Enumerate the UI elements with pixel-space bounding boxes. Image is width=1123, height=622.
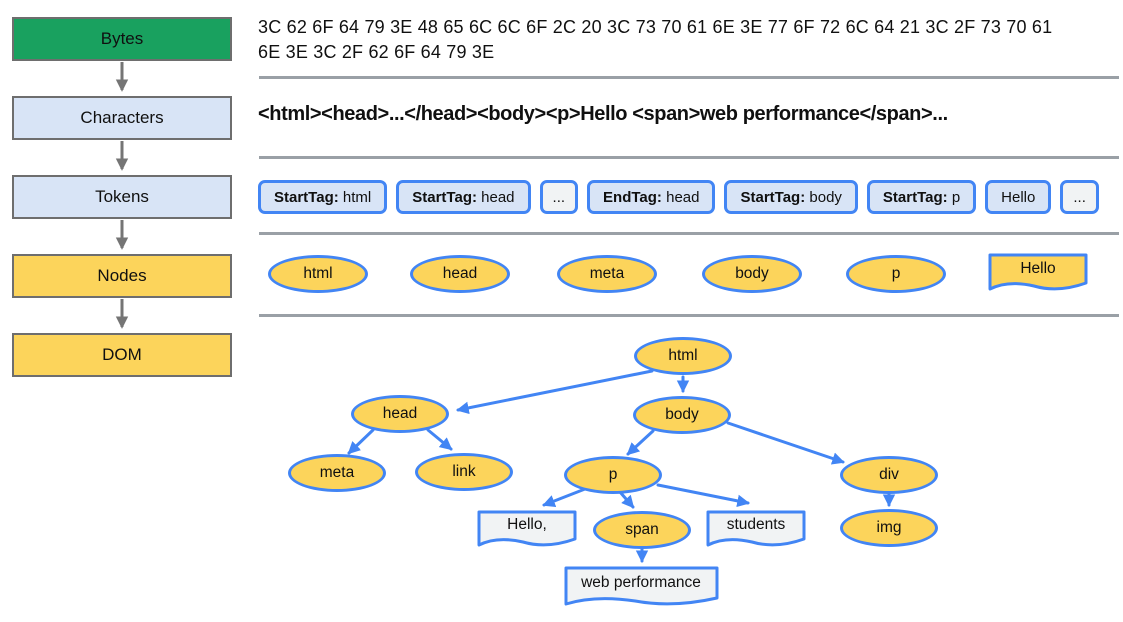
edge-p-hello	[542, 487, 587, 507]
node-label: div	[879, 466, 899, 483]
edge-head-meta	[347, 428, 375, 455]
node-label: meta	[589, 265, 625, 282]
node-label: img	[876, 519, 902, 536]
node-label: web performance	[581, 574, 701, 591]
characters-markup-text: <html><head>...</head><body><p>Hello <sp…	[258, 103, 948, 125]
node-head: head	[410, 255, 510, 293]
token-endtag-head: EndTag: head	[587, 180, 716, 214]
node-label: p	[891, 265, 901, 282]
node-label: Hello,	[507, 516, 547, 533]
text-node-shape	[988, 253, 1088, 291]
token-type-label: StartTag:	[412, 188, 477, 206]
node-label: html	[668, 347, 698, 364]
pipeline-stage-nodes: Nodes	[12, 254, 232, 298]
token-value: body	[805, 188, 842, 206]
token-ellipsis: ...	[539, 180, 579, 214]
edge-p-students	[656, 483, 750, 508]
node-label: p	[608, 466, 618, 483]
bytes-hex-line: 3C 62 6F 64 79 3E 48 65 6C 6C 6F 2C 20 3…	[258, 17, 1053, 37]
token-value: html	[338, 188, 372, 206]
token-value: head	[476, 188, 515, 206]
text-node-shape	[564, 566, 718, 606]
dom-textnode-students: students	[706, 510, 806, 547]
node-label: link	[452, 463, 476, 480]
dom-node-p: p	[564, 456, 662, 494]
token-type-label: StartTag:	[882, 188, 948, 206]
token-value: head	[661, 188, 700, 206]
dom-node-div: div	[840, 456, 938, 494]
dom-node-link: link	[415, 453, 513, 491]
dom-node-span: span	[593, 511, 691, 549]
dom-node-html: html	[634, 337, 732, 375]
token-value: Hello	[1001, 188, 1036, 206]
dom-node-head: head	[351, 395, 449, 433]
token-ellipsis: ...	[1060, 180, 1099, 214]
pipeline-stage-characters: Characters	[12, 96, 232, 140]
node-label: span	[625, 521, 659, 538]
node-meta: meta	[557, 255, 657, 293]
text-node-shape	[477, 510, 577, 546]
pipeline-stage-label: Bytes	[100, 29, 144, 48]
pipeline-stage-tokens: Tokens	[12, 175, 232, 219]
pipeline-stage-bytes: Bytes	[12, 17, 232, 61]
token-value: ...	[1073, 188, 1086, 206]
edge-p-span	[618, 490, 635, 509]
pipeline-stage-label: Nodes	[97, 266, 147, 285]
dom-textnode-webperformance: web performance	[564, 566, 719, 606]
row-divider	[259, 314, 1119, 317]
token-starttag-html: StartTag: html	[258, 180, 388, 214]
token-type-label: EndTag:	[603, 188, 662, 206]
token-starttag-body: StartTag: body	[724, 180, 858, 214]
pipeline-stage-label: DOM	[102, 345, 142, 364]
bytes-hex-text: 3C 62 6F 64 79 3E 48 65 6C 6C 6F 2C 20 3…	[258, 15, 1058, 65]
row-divider	[259, 232, 1119, 235]
node-p: p	[846, 255, 946, 293]
node-label: head	[442, 265, 478, 282]
token-value: p	[947, 188, 961, 206]
node-label: meta	[319, 464, 355, 481]
text-node-hello: Hello	[988, 253, 1088, 291]
edge-body-p	[626, 429, 655, 456]
token-starttag-p: StartTag: p	[866, 180, 977, 214]
node-label: html	[303, 265, 333, 282]
dom-node-body: body	[633, 396, 731, 434]
token-hello: Hello	[985, 180, 1052, 214]
dom-node-img: img	[840, 509, 938, 547]
edge-head-link	[426, 428, 453, 451]
node-label: Hello	[1020, 260, 1056, 277]
row-divider	[259, 156, 1119, 159]
node-label: head	[382, 405, 418, 422]
row-divider	[259, 76, 1119, 79]
pipeline-stage-label: Characters	[80, 108, 164, 127]
pipeline-stage-dom: DOM	[12, 333, 232, 377]
token-value: ...	[552, 188, 566, 206]
edge-html-head	[456, 369, 654, 415]
token-type-label: StartTag:	[740, 188, 806, 206]
text-node-shape	[706, 510, 806, 546]
dom-textnode-hello: Hello,	[477, 510, 577, 547]
token-starttag-head: StartTag: head	[396, 180, 531, 214]
pipeline-stage-label: Tokens	[95, 187, 149, 206]
node-label: body	[665, 406, 699, 423]
dom-node-meta: meta	[288, 454, 386, 492]
edge-body-div	[726, 421, 845, 465]
node-html: html	[268, 255, 368, 293]
node-body: body	[702, 255, 802, 293]
node-label: students	[726, 516, 786, 533]
token-type-label: StartTag:	[274, 188, 339, 206]
node-label: body	[735, 265, 769, 282]
bytes-hex-line: 6E 3E 3C 2F 62 6F 64 79 3E	[258, 42, 495, 62]
